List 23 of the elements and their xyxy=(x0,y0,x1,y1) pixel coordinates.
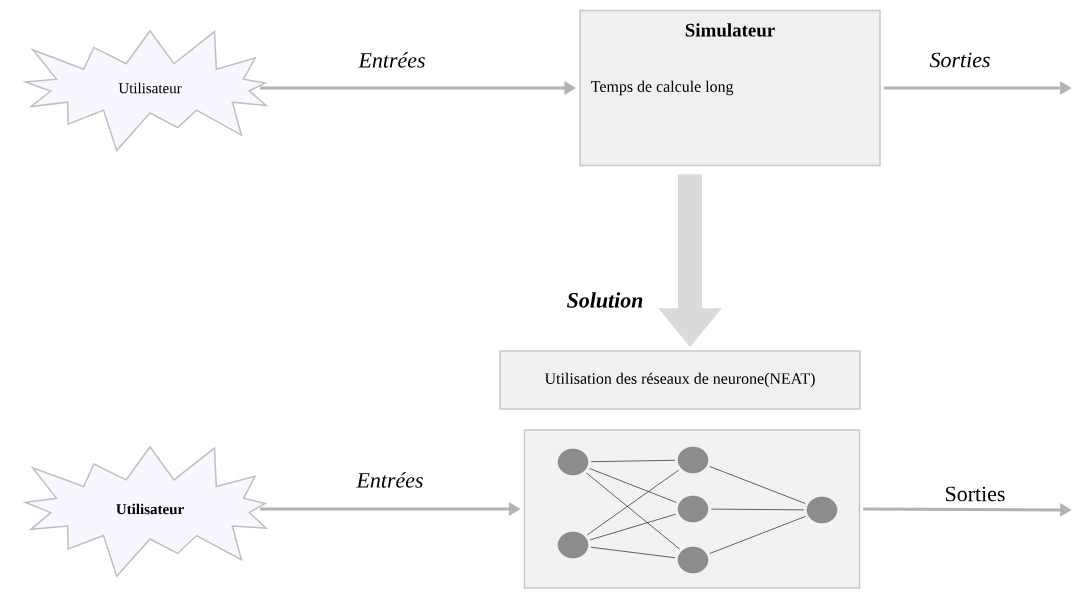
edge-label: Sorties xyxy=(928,51,992,69)
edge-label: Entrées xyxy=(355,471,425,489)
connection-line xyxy=(709,466,806,504)
connection-line xyxy=(709,516,806,554)
neuron-circle xyxy=(677,495,709,523)
neuron-circle xyxy=(557,448,589,476)
edge-label: Entrées xyxy=(357,51,427,69)
text-box: Utilisation des réseaux de neurone(NEAT) xyxy=(499,350,861,410)
connection-line xyxy=(586,469,680,536)
neuron-circle xyxy=(806,496,838,524)
connection-line xyxy=(586,472,680,550)
edge-label: Sorties xyxy=(943,485,1007,503)
connection-line xyxy=(589,468,677,503)
connection-line xyxy=(589,513,677,541)
network-box xyxy=(523,429,861,589)
process-box: Simulateur Temps de calcule long xyxy=(579,9,881,167)
connection-line xyxy=(590,460,676,462)
edge-label: Solution xyxy=(565,291,645,309)
connection-line xyxy=(710,508,805,511)
connection-line xyxy=(590,546,676,559)
neuron-circle xyxy=(677,446,709,474)
neuron-circle xyxy=(677,546,709,574)
neuron-circle xyxy=(557,531,589,559)
